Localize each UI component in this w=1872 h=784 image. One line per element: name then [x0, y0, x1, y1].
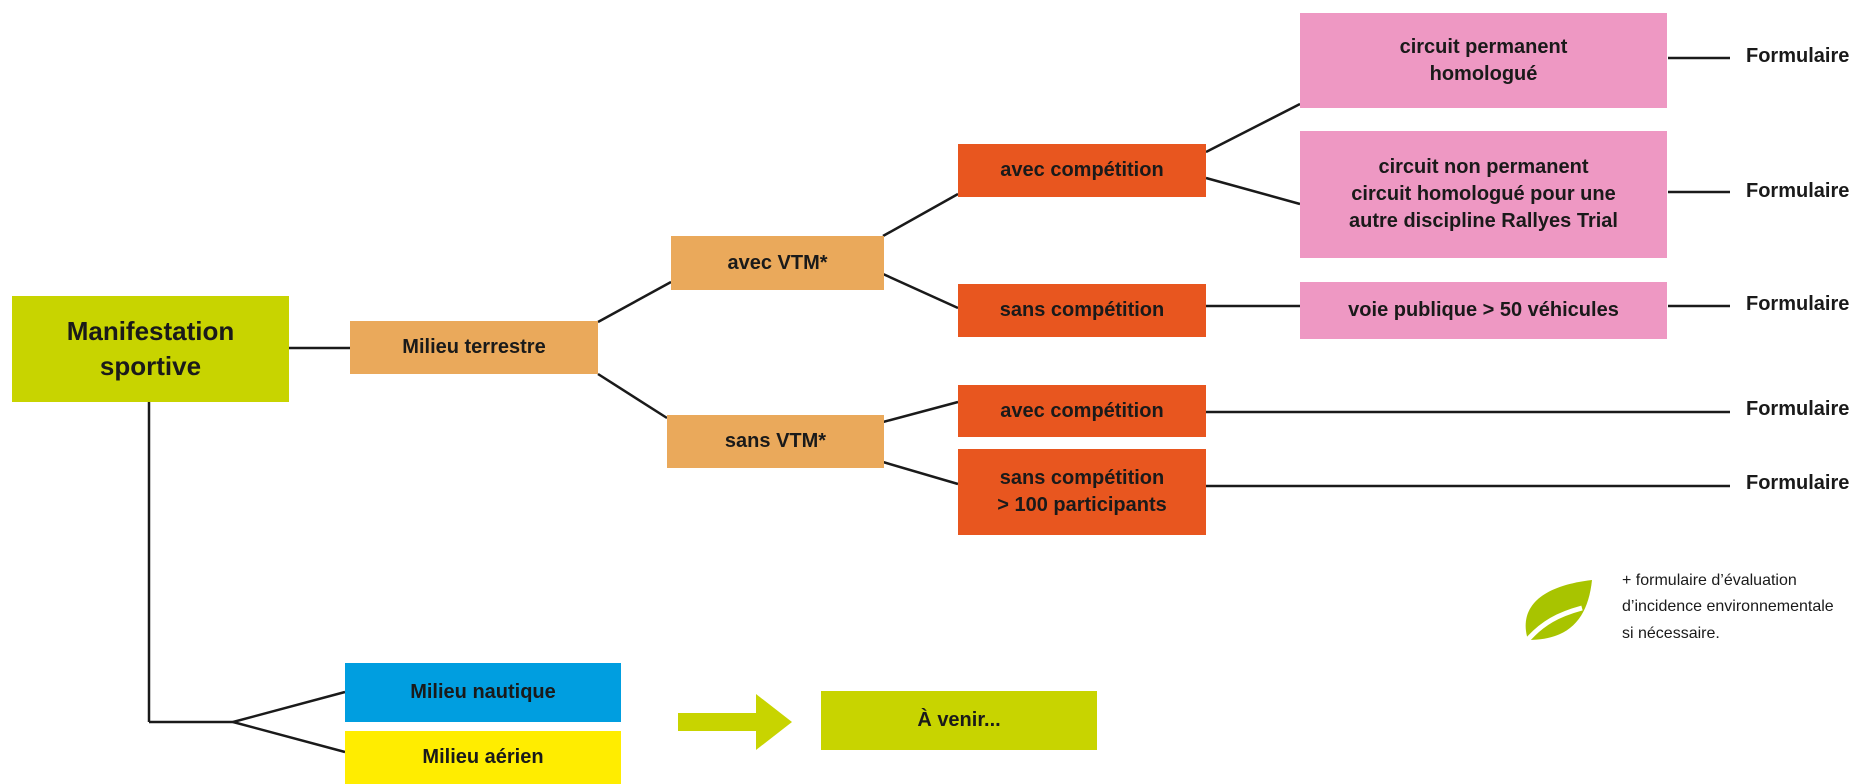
arrow-right-icon	[678, 694, 792, 750]
milieu-terrestre-node: Milieu terrestre	[350, 321, 598, 374]
avec-vtm-label: avec VTM*	[727, 251, 828, 274]
leaf-icon	[1522, 580, 1592, 646]
root-line-2: sportive	[99, 351, 202, 381]
circuit-permanent-node: circuit permanent homologué	[1300, 13, 1667, 108]
voie-publique-label: voie publique > 50 véhicules	[1348, 299, 1619, 321]
note-line-2: d’incidence environnementale	[1622, 598, 1834, 616]
milieu-terrestre-label: Milieu terrestre	[402, 336, 546, 358]
circuit-non-permanent-node: circuit non permanent circuit homologué …	[1300, 131, 1667, 258]
root-node: Manifestation sportive	[12, 296, 289, 402]
formulaire-link-1[interactable]: Formulaire	[1746, 45, 1850, 67]
avec-competition-sans-vtm-node: avec compétition	[958, 385, 1206, 437]
milieu-nautique-label: Milieu nautique	[410, 681, 556, 703]
formulaire-link-5[interactable]: Formulaire	[1746, 472, 1850, 494]
circuit-non-permanent-line-2: circuit homologué pour une	[1351, 183, 1616, 205]
formulaire-link-4[interactable]: Formulaire	[1746, 398, 1850, 420]
sans-competition-vtm-node: sans compétition	[958, 284, 1206, 337]
circuit-non-permanent-line-1: circuit non permanent	[1378, 156, 1589, 178]
sans-vtm-label: sans VTM*	[724, 430, 827, 452]
circuit-permanent-line-2: homologué	[1429, 62, 1538, 85]
a-venir-node: À venir...	[821, 691, 1097, 750]
formulaire-link-3[interactable]: Formulaire	[1746, 293, 1850, 315]
sans-competition-sans-vtm-line-1: sans compétition	[999, 467, 1165, 489]
avec-competition-vtm-label: avec compétition	[1000, 159, 1164, 181]
avec-competition-sans-vtm-label: avec compétition	[1000, 399, 1164, 422]
milieu-aerien-label: Milieu aérien	[422, 746, 544, 768]
milieu-aerien-node: Milieu aérien	[345, 731, 621, 784]
note-line-1: + formulaire d’évaluation	[1622, 572, 1797, 589]
circuit-non-permanent-line-3: autre discipline Rallyes Trial	[1348, 210, 1618, 232]
voie-publique-node: voie publique > 50 véhicules	[1300, 282, 1667, 339]
environment-note: + formulaire d’évaluation d’incidence en…	[1622, 568, 1834, 647]
avec-vtm-node: avec VTM*	[671, 236, 884, 290]
root-line-1: Manifestation	[66, 315, 235, 346]
sans-competition-vtm-label: sans compétition	[999, 299, 1165, 321]
sans-competition-sans-vtm-line-2: > 100 participants	[997, 494, 1167, 516]
a-venir-label: À venir...	[917, 709, 1001, 731]
note-line-3: si nécessaire.	[1622, 624, 1720, 642]
circuit-permanent-line-1: circuit permanent	[1399, 35, 1568, 58]
sans-vtm-node: sans VTM*	[667, 415, 884, 468]
avec-competition-vtm-node: avec compétition	[958, 144, 1206, 197]
formulaire-link-2[interactable]: Formulaire	[1746, 180, 1850, 202]
milieu-nautique-node: Milieu nautique	[345, 663, 621, 722]
sans-competition-sans-vtm-node: sans compétition > 100 participants	[958, 449, 1206, 535]
